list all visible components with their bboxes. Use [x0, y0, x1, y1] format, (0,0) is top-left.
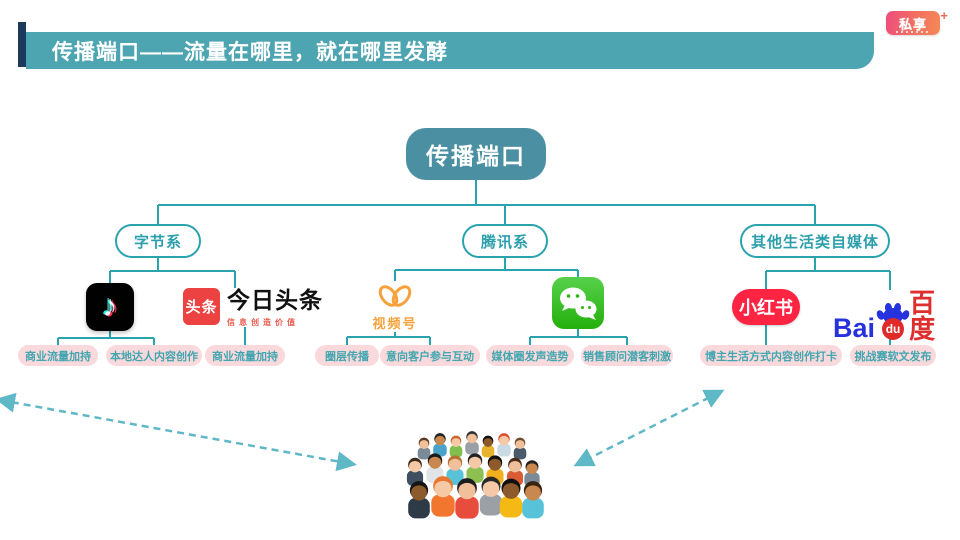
- crowd-of-people-illustration: [406, 431, 544, 519]
- wechat-chat-bubbles-icon: [552, 277, 604, 329]
- leaf-circle-spread: 圈层传播: [315, 345, 379, 366]
- branch-label: 腾讯系: [480, 233, 529, 251]
- leaf-challenge-softpost: 挑战赛软文发布: [850, 345, 936, 366]
- toutiao-wordmark: 今日头条: [227, 287, 323, 313]
- toutiao-icon: 头条: [183, 288, 220, 325]
- wechat-channels-label: 视频号: [372, 316, 418, 331]
- spread-arrows: [0, 389, 725, 472]
- baidu-du-text: du: [882, 318, 905, 340]
- branch-bytedance: 字节系: [115, 224, 201, 258]
- wechat-logo: [552, 277, 604, 329]
- toutiao-slogan: 信息创造价值: [227, 318, 299, 328]
- leaf-intent-customer-interaction: 意向客户参与互动: [380, 345, 480, 366]
- slide-title: 传播端口——流量在哪里，就在哪里发酵: [52, 40, 448, 64]
- root-node: 传播端口: [406, 128, 546, 180]
- leaf-commercial-traffic-1: 商业流量加持: [18, 345, 98, 366]
- leaf-blogger-lifestyle-checkin: 博主生活方式内容创作打卡: [700, 345, 842, 366]
- title-banner: 传播端口——流量在哪里，就在哪里发酵: [26, 32, 874, 69]
- root-node-label: 传播端口: [426, 143, 526, 169]
- leaf-commercial-traffic-2: 商业流量加持: [205, 345, 285, 366]
- baidu-paw-icon: du: [875, 302, 911, 342]
- douyin-music-note-icon: ♪: [102, 290, 118, 323]
- brand-badge: 私享 +: [886, 8, 948, 35]
- baidu-bai-text: Bai: [833, 313, 876, 343]
- branch-other-lifestyle-media: 其他生活类自媒体: [740, 224, 890, 258]
- branch-label: 字节系: [133, 233, 182, 251]
- baidu-logo: Bai du 百度: [833, 290, 960, 342]
- leaf-local-kol-content: 本地达人内容创作: [106, 345, 202, 366]
- branch-label: 其他生活类自媒体: [750, 233, 879, 251]
- brand-badge-subtext-dots: [896, 31, 930, 33]
- douyin-tiktok-logo: ♪: [86, 283, 134, 331]
- xiaohongshu-logo: 小红书: [732, 289, 800, 325]
- wechat-channels-butterfly-icon: [378, 285, 412, 307]
- xiaohongshu-wordmark: 小红书: [739, 298, 793, 318]
- toutiao-logo: 头条 今日头条 信息创造价值: [183, 287, 323, 328]
- baidu-cn-wordmark: 百度: [909, 288, 937, 344]
- wechat-channels-logo: 视频号: [363, 281, 427, 332]
- branch-tencent: 腾讯系: [462, 224, 548, 258]
- leaf-media-circle-voice: 媒体圈发声造势: [486, 345, 574, 366]
- title-accent-bar: [18, 22, 26, 67]
- brand-plus-icon: +: [940, 8, 948, 23]
- brand-badge-text: 私享: [898, 16, 927, 32]
- leaf-sales-lead-stimulus: 销售顾问潜客刺激: [581, 345, 673, 366]
